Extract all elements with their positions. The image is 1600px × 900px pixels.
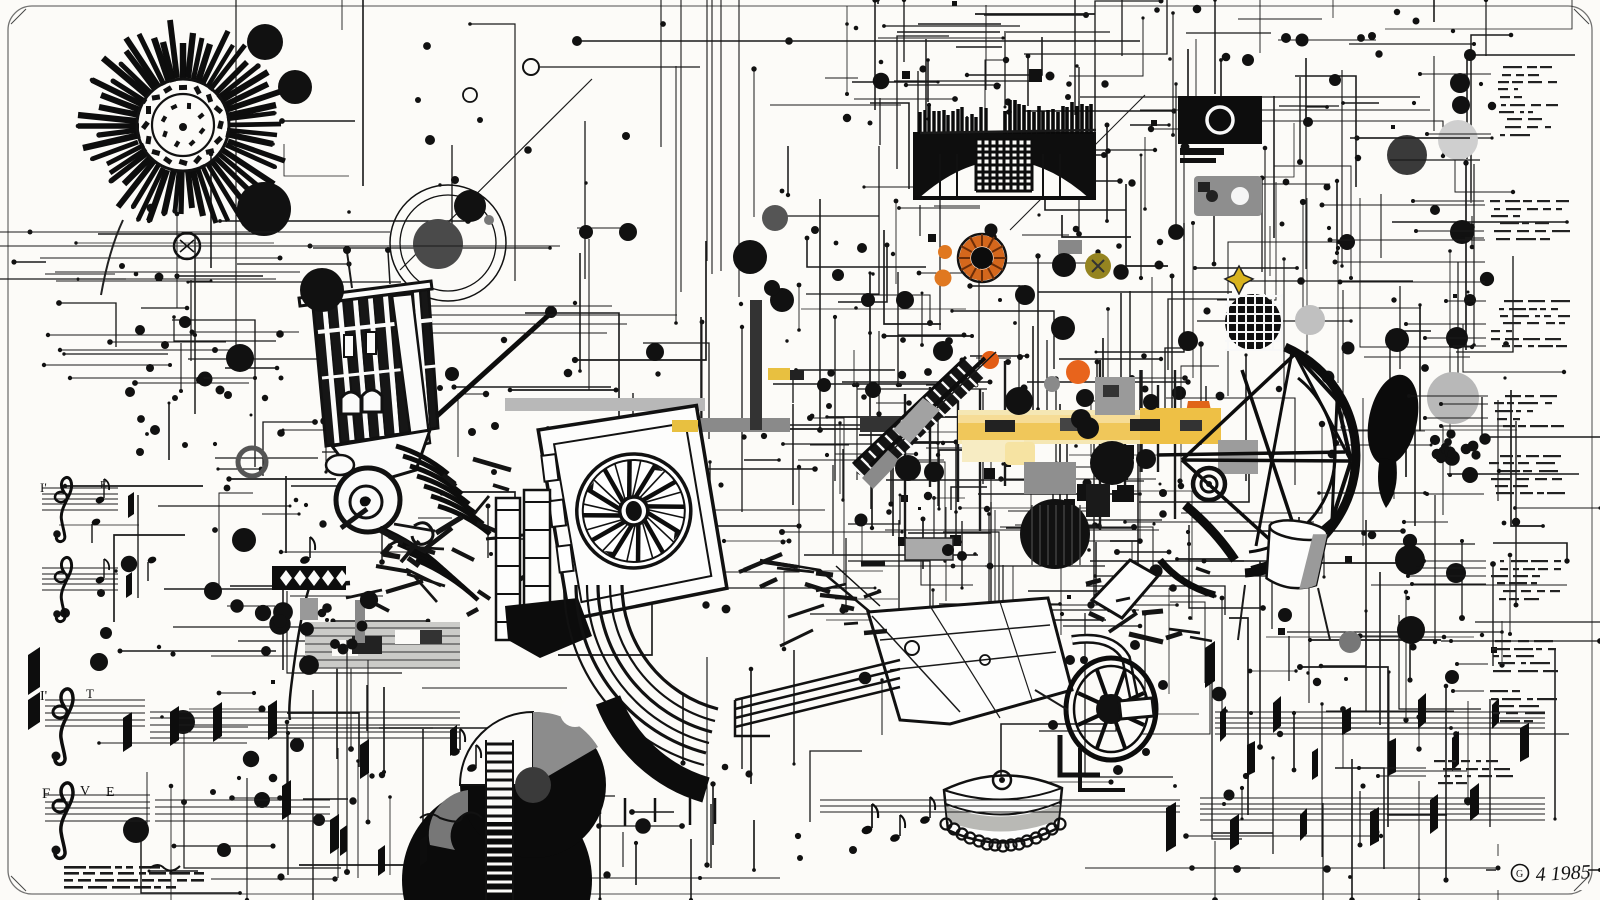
svg-text:E: E bbox=[106, 785, 115, 800]
svg-text:T: T bbox=[86, 686, 94, 701]
svg-text:V: V bbox=[80, 784, 90, 799]
svg-text:G: G bbox=[1516, 869, 1523, 880]
svg-text:I': I' bbox=[40, 480, 47, 495]
svg-text:F: F bbox=[42, 786, 50, 802]
svg-text:4 1985: 4 1985 bbox=[1535, 861, 1591, 886]
svg-text:I': I' bbox=[40, 689, 47, 704]
